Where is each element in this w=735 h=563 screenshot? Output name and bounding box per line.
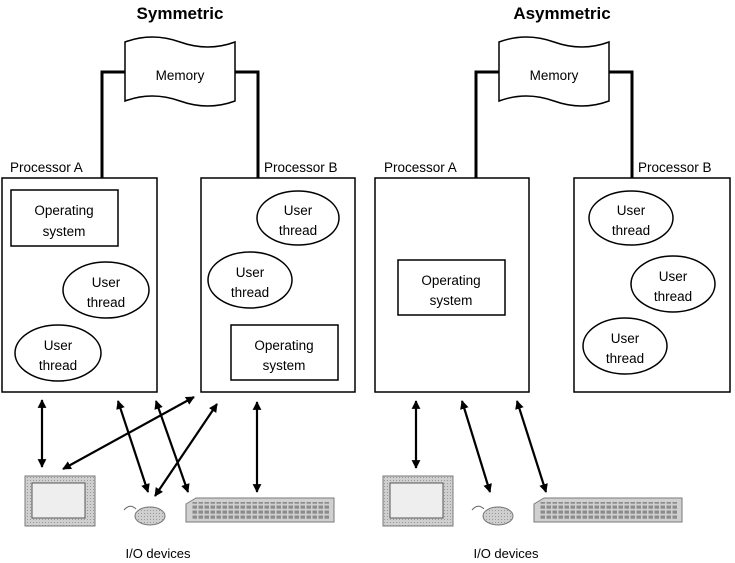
thread-label-line2: thread	[39, 358, 77, 373]
mouse-icon	[123, 505, 166, 526]
processor-b-label: Processor B	[638, 160, 712, 175]
thread-label-line1: User	[284, 203, 313, 218]
io-devices-label: I/O devices	[125, 546, 191, 561]
asymmetric-title: Asymmetric	[513, 4, 610, 23]
asymmetric-section: Asymmetric Memory Processor A Operating …	[374, 4, 731, 561]
thread-label-line1: User	[659, 269, 688, 284]
mouse-icon	[471, 505, 514, 526]
os-label-line2: system	[263, 358, 306, 373]
os-label-line1: Operating	[254, 338, 313, 353]
memory-banner: Memory	[498, 36, 610, 107]
thread-label-line1: User	[92, 275, 121, 290]
operating-system-box	[10, 189, 119, 247]
processor-b-label: Processor B	[264, 160, 338, 175]
thread-label-line2: thread	[231, 285, 269, 300]
memory-bus-b	[608, 70, 634, 178]
thread-label-line2: thread	[279, 223, 317, 238]
memory-bus-b	[233, 70, 260, 178]
processor-a-label: Processor A	[10, 160, 83, 175]
io-arrows	[411, 400, 548, 493]
os-label-line1: Operating	[34, 203, 93, 218]
user-thread-ellipse	[14, 324, 102, 382]
thread-label-line2: thread	[87, 295, 125, 310]
os-label-line2: system	[43, 224, 86, 239]
os-label-line2: system	[430, 293, 473, 308]
processor-a-label: Processor A	[384, 160, 457, 175]
operating-system-box	[230, 324, 339, 381]
io-arrows	[37, 396, 262, 497]
memory-bus-a	[100, 70, 128, 178]
user-thread-ellipse	[207, 251, 293, 309]
user-thread-ellipse	[62, 261, 150, 319]
user-thread-ellipse	[256, 190, 340, 246]
monitor-icon	[382, 475, 454, 527]
thread-label-line2: thread	[612, 223, 650, 238]
thread-label-line1: User	[611, 331, 640, 346]
thread-label-line2: thread	[654, 289, 692, 304]
memory-bus-a	[474, 70, 502, 178]
monitor-icon	[24, 475, 96, 527]
user-thread-ellipse	[582, 317, 668, 375]
io-devices-label: I/O devices	[473, 546, 539, 561]
keyboard-icon	[533, 497, 683, 523]
operating-system-box	[397, 259, 506, 316]
thread-label-line1: User	[236, 265, 265, 280]
user-thread-ellipse	[588, 190, 674, 246]
symmetric-section: Symmetric Memory Processor A Operating s…	[1, 4, 356, 561]
thread-label-line1: User	[617, 203, 646, 218]
symmetric-title: Symmetric	[137, 4, 224, 23]
user-thread-ellipse	[630, 255, 716, 313]
os-label-line1: Operating	[421, 273, 480, 288]
memory-banner: Memory	[124, 36, 236, 107]
thread-label-line2: thread	[606, 351, 644, 366]
memory-label: Memory	[530, 68, 579, 83]
thread-label-line1: User	[44, 338, 73, 353]
keyboard-icon	[185, 497, 335, 523]
memory-label: Memory	[156, 68, 205, 83]
